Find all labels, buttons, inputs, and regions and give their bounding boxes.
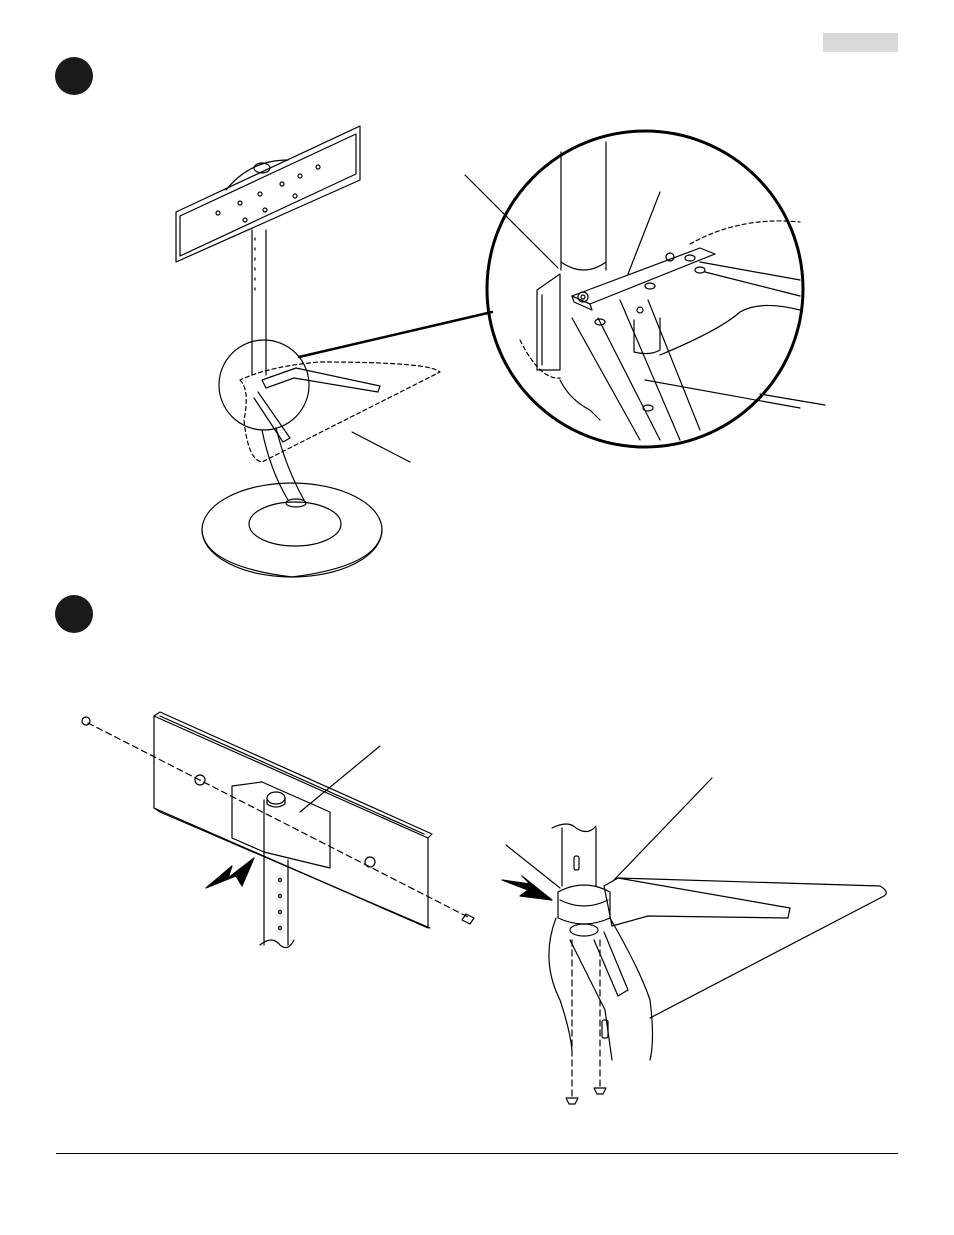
- screw-path-dashed: [88, 723, 470, 918]
- collar: [558, 885, 610, 924]
- push-arrow-right: [502, 876, 552, 900]
- bracket-plate: [572, 248, 715, 304]
- collar-installation-illustration: [502, 778, 886, 1104]
- zoom-connector-line: [299, 312, 492, 357]
- cover-installation-illustration: [82, 712, 474, 948]
- wall-plate: [176, 126, 360, 262]
- screw-bottom-right: [594, 1088, 606, 1094]
- screw-left: [82, 717, 90, 725]
- stand-overview-illustration: [176, 126, 440, 577]
- shelf-bracket-arm-right: [604, 878, 790, 926]
- detail-zoom-illustration: [465, 131, 825, 447]
- callout-leader-2a: [300, 746, 380, 812]
- wall-plate-large: [154, 716, 428, 928]
- base-disc-inner: [249, 502, 341, 546]
- shelf-bracket-arm: [262, 368, 380, 392]
- callout-leader-1c: [628, 192, 660, 274]
- callout-leader-1b: [465, 175, 558, 268]
- base-disc: [202, 483, 382, 577]
- neck-left: [549, 918, 572, 1050]
- push-arrow-left: [206, 858, 254, 888]
- callout-leader-1a: [352, 432, 410, 462]
- stand-neck-left: [262, 430, 288, 500]
- cover-block: [232, 782, 330, 868]
- callout-leader-1d: [760, 394, 825, 405]
- screw-bottom-left: [566, 1098, 578, 1104]
- shelf-glass-outline: [618, 878, 886, 1018]
- callout-leader-2c: [614, 778, 712, 880]
- footer-rule: [56, 1153, 898, 1154]
- side-bracket: [537, 274, 560, 370]
